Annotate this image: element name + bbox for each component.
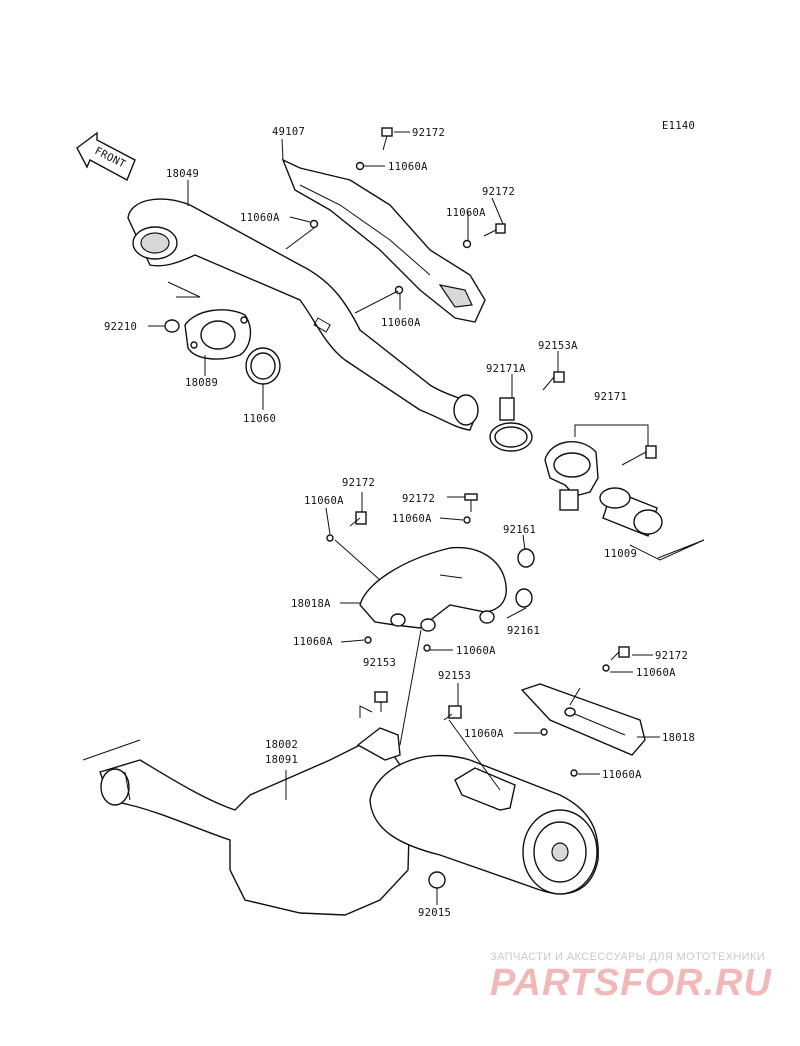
grommet-icon bbox=[515, 548, 535, 608]
label-11060a: 11060A bbox=[293, 636, 333, 648]
bolt-icon bbox=[349, 511, 367, 527]
bolt-icon bbox=[621, 445, 657, 466]
seal-ring bbox=[245, 347, 281, 385]
label-11060: 11060 bbox=[243, 413, 276, 425]
label-92172: 92172 bbox=[412, 127, 445, 139]
label-11060a: 11060A bbox=[388, 161, 428, 173]
bolt-icon bbox=[542, 371, 565, 391]
diagram-code: E1140 bbox=[662, 120, 695, 132]
watermark-logo: PARTSFOR.RU bbox=[490, 962, 772, 1004]
label-18089: 18089 bbox=[185, 377, 218, 389]
label-11060a: 11060A bbox=[456, 645, 496, 657]
header-pipe bbox=[127, 198, 479, 431]
label-11060a: 11060A bbox=[240, 212, 280, 224]
label-11060a: 11060A bbox=[464, 728, 504, 740]
label-18018a: 18018A bbox=[291, 598, 331, 610]
washer-icon bbox=[309, 219, 319, 229]
label-92153: 92153 bbox=[363, 657, 396, 669]
washer-icon bbox=[355, 161, 365, 171]
muffler bbox=[99, 727, 599, 916]
front-arrow-icon: FRONT bbox=[76, 131, 136, 181]
washer-icon bbox=[463, 516, 471, 524]
watermark-tagline: ЗАПЧАСТИ И АКСЕССУАРЫ ДЛЯ МОТОТЕХНИКИ bbox=[490, 951, 766, 963]
clamp-large bbox=[544, 441, 599, 511]
label-11009: 11009 bbox=[604, 548, 637, 560]
label-92161: 92161 bbox=[507, 625, 540, 637]
label-92171: 92171 bbox=[594, 391, 627, 403]
heat-guard-upper bbox=[281, 158, 486, 323]
label-11060a: 11060A bbox=[392, 513, 432, 525]
label-92172: 92172 bbox=[482, 186, 515, 198]
washer-icon bbox=[394, 285, 404, 295]
label-92015: 92015 bbox=[418, 907, 451, 919]
washer-icon bbox=[423, 644, 431, 652]
clamp-small bbox=[489, 397, 533, 452]
leader-lines bbox=[82, 131, 705, 905]
washer-icon bbox=[462, 239, 472, 249]
label-18002: 18002 bbox=[265, 739, 298, 751]
bolt-icon bbox=[464, 493, 478, 512]
label-18049: 18049 bbox=[166, 168, 199, 180]
label-18091: 18091 bbox=[265, 754, 298, 766]
label-92153: 92153 bbox=[438, 670, 471, 682]
heat-guard-middle bbox=[359, 546, 507, 632]
bolt-icon bbox=[483, 223, 506, 237]
label-11060a: 11060A bbox=[381, 317, 421, 329]
nut-92015-icon bbox=[428, 871, 446, 889]
label-49107: 49107 bbox=[272, 126, 305, 138]
washer-icon bbox=[540, 728, 548, 736]
nut-92210-icon bbox=[164, 319, 180, 333]
heat-guard-right bbox=[520, 683, 646, 756]
bolt-icon bbox=[381, 127, 393, 151]
label-11060a: 11060A bbox=[602, 769, 642, 781]
label-92210: 92210 bbox=[104, 321, 137, 333]
label-92172: 92172 bbox=[342, 477, 375, 489]
label-11060a: 11060A bbox=[304, 495, 344, 507]
washer-icon bbox=[602, 664, 610, 672]
label-92153a: 92153A bbox=[538, 340, 578, 352]
label-92172: 92172 bbox=[655, 650, 688, 662]
bolt-icon bbox=[443, 705, 462, 721]
bolt-icon bbox=[374, 691, 388, 712]
connector-pipe bbox=[599, 487, 663, 537]
label-92172: 92172 bbox=[402, 493, 435, 505]
washer-icon bbox=[326, 534, 334, 542]
label-92171a: 92171A bbox=[486, 363, 526, 375]
label-18018: 18018 bbox=[662, 732, 695, 744]
bolt-icon bbox=[610, 646, 630, 661]
label-92161: 92161 bbox=[503, 524, 536, 536]
gasket-flange bbox=[184, 309, 252, 360]
washer-icon bbox=[570, 769, 578, 777]
label-11060a: 11060A bbox=[636, 667, 676, 679]
label-11060a: 11060A bbox=[446, 207, 486, 219]
washer-icon bbox=[364, 636, 372, 644]
